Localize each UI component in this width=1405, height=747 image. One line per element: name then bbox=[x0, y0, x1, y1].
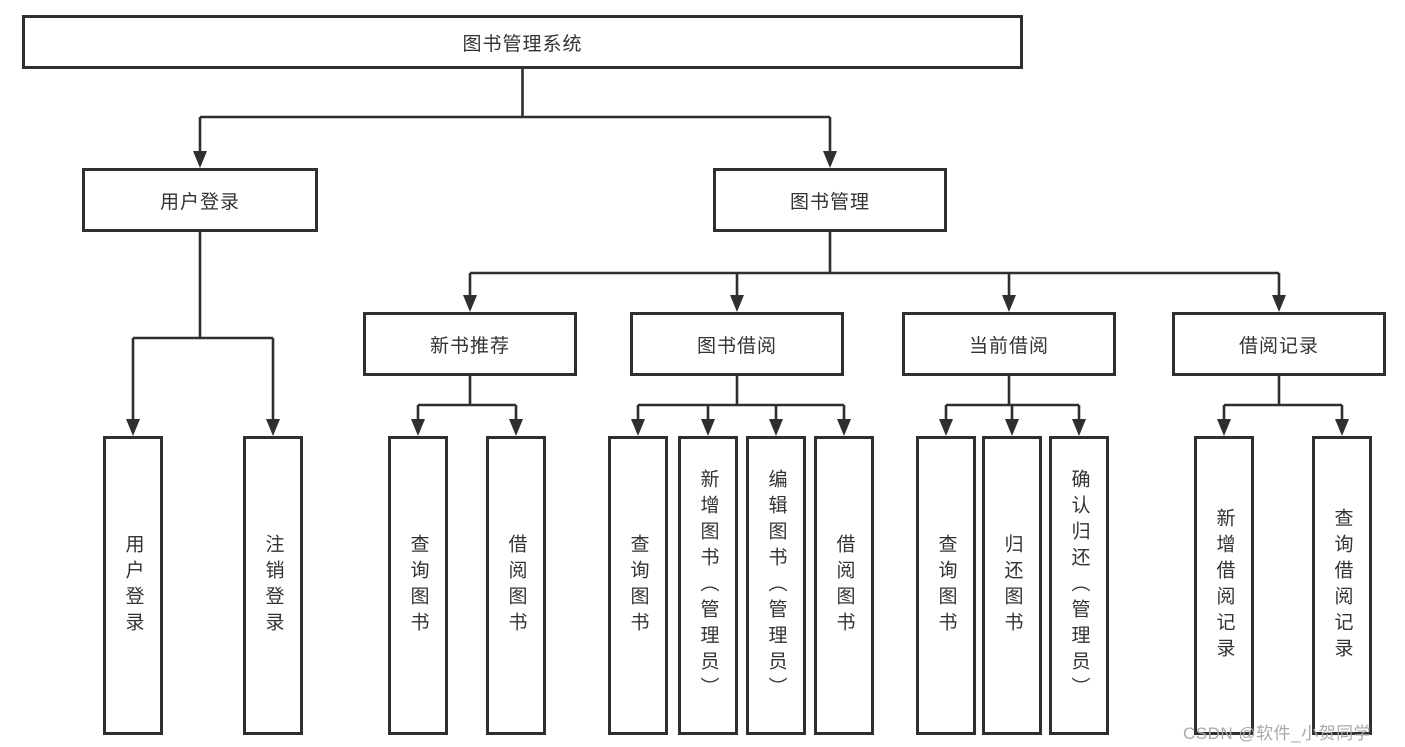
node-root-label: 图书管理系统 bbox=[462, 33, 583, 55]
leaf-borrow-books-1-label: 借阅图书 bbox=[505, 533, 527, 638]
leaf-edit-books-admin-label: 编辑图书（管理员） bbox=[765, 468, 787, 703]
node-new-book-recommend-label: 新书推荐 bbox=[429, 335, 510, 357]
leaf-add-books-admin-label: 新增图书（管理员） bbox=[697, 468, 719, 703]
node-borrow-records-label: 借阅记录 bbox=[1238, 335, 1319, 357]
node-user-login: 用户登录 bbox=[82, 168, 318, 232]
node-user-login-label: 用户登录 bbox=[159, 191, 240, 213]
leaf-search-borrow-record-label: 查询借阅记录 bbox=[1331, 507, 1353, 664]
node-book-borrow: 图书借阅 bbox=[630, 312, 844, 376]
node-current-borrow-label: 当前借阅 bbox=[968, 335, 1049, 357]
leaf-search-books-1-label: 查询图书 bbox=[407, 533, 429, 638]
leaf-search-books-3: 查询图书 bbox=[916, 436, 976, 735]
arrowheads bbox=[126, 151, 1349, 436]
leaf-borrow-books-1: 借阅图书 bbox=[486, 436, 546, 735]
leaf-search-borrow-record: 查询借阅记录 bbox=[1312, 436, 1372, 735]
node-book-management-label: 图书管理 bbox=[789, 191, 870, 213]
node-current-borrow: 当前借阅 bbox=[902, 312, 1116, 376]
leaf-user-login: 用户登录 bbox=[103, 436, 163, 735]
node-borrow-records: 借阅记录 bbox=[1172, 312, 1386, 376]
csdn-watermark: CSDN @软件_小贺同学 bbox=[1183, 724, 1372, 743]
node-book-borrow-label: 图书借阅 bbox=[696, 335, 777, 357]
leaf-user-login-label: 用户登录 bbox=[122, 533, 144, 638]
leaf-search-books-1: 查询图书 bbox=[388, 436, 448, 735]
leaf-add-books-admin: 新增图书（管理员） bbox=[678, 436, 738, 735]
leaf-confirm-return-admin: 确认归还（管理员） bbox=[1049, 436, 1109, 735]
leaf-return-books: 归还图书 bbox=[982, 436, 1042, 735]
node-root: 图书管理系统 bbox=[22, 15, 1023, 69]
leaf-search-books-2-label: 查询图书 bbox=[627, 533, 649, 638]
leaf-confirm-return-admin-label: 确认归还（管理员） bbox=[1068, 468, 1090, 703]
leaf-logout-label: 注销登录 bbox=[262, 533, 284, 638]
leaf-borrow-books-2-label: 借阅图书 bbox=[833, 533, 855, 638]
leaf-edit-books-admin: 编辑图书（管理员） bbox=[746, 436, 806, 735]
leaf-add-borrow-record: 新增借阅记录 bbox=[1194, 436, 1254, 735]
leaf-logout: 注销登录 bbox=[243, 436, 303, 735]
leaf-return-books-label: 归还图书 bbox=[1001, 533, 1023, 638]
leaf-search-books-2: 查询图书 bbox=[608, 436, 668, 735]
leaf-add-borrow-record-label: 新增借阅记录 bbox=[1213, 507, 1235, 664]
leaf-borrow-books-2: 借阅图书 bbox=[814, 436, 874, 735]
node-new-book-recommend: 新书推荐 bbox=[363, 312, 577, 376]
node-book-management: 图书管理 bbox=[713, 168, 947, 232]
leaf-search-books-3-label: 查询图书 bbox=[935, 533, 957, 638]
